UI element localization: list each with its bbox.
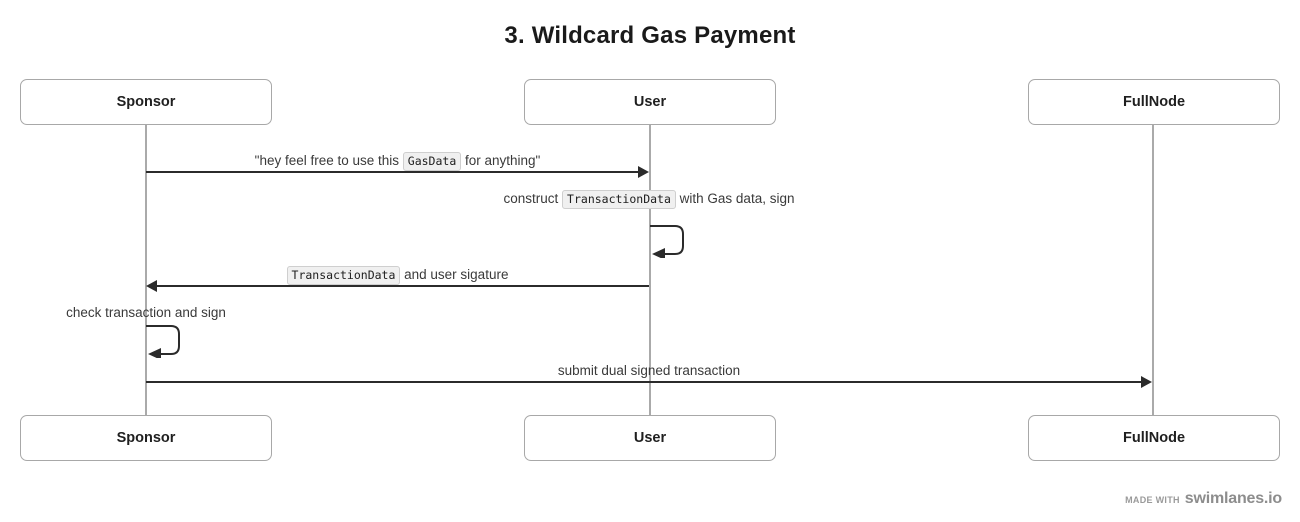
message-arrow-transactiondata-signature — [157, 285, 649, 287]
message-arrow-gasdata — [146, 171, 640, 173]
message-label-transactiondata-signature: TransactionData and user sigature — [146, 265, 649, 285]
code-badge-gasdata: GasData — [402, 152, 462, 171]
arrowhead-right-icon — [638, 166, 649, 178]
lifeline-sponsor — [145, 125, 147, 415]
code-badge-transactiondata-2: TransactionData — [286, 266, 401, 285]
message-text-before: construct — [503, 191, 563, 206]
participant-label: User — [633, 94, 667, 110]
message-text-after: and user sigature — [400, 267, 509, 282]
message-text-after: with Gas data, sign — [675, 191, 795, 206]
participant-label: Sponsor — [116, 430, 176, 446]
participant-label: User — [633, 430, 667, 446]
footer-watermark[interactable]: Made with swimlanes.io — [1125, 490, 1282, 508]
lifeline-fullnode — [1152, 125, 1154, 415]
footer-made-with-label: Made with — [1125, 495, 1180, 505]
participant-sponsor-bottom[interactable]: Sponsor — [20, 415, 272, 461]
code-badge-transactiondata: TransactionData — [562, 190, 676, 209]
message-arrow-submit-dual-signed — [146, 381, 1143, 383]
self-message-loop-user — [650, 225, 684, 258]
lifeline-user — [649, 125, 651, 415]
participant-fullnode-bottom[interactable]: FullNode — [1028, 415, 1280, 461]
message-text-after: for anything" — [461, 153, 541, 168]
participant-fullnode-top[interactable]: FullNode — [1028, 79, 1280, 125]
message-label-check-transaction: check transaction and sign — [0, 303, 292, 322]
participant-label: FullNode — [1122, 94, 1186, 110]
message-label-submit-dual-signed: submit dual signed transaction — [146, 361, 1152, 380]
participant-sponsor-top[interactable]: Sponsor — [20, 79, 272, 125]
participant-label: FullNode — [1122, 430, 1186, 446]
self-message-loop-sponsor — [146, 325, 180, 358]
arrowhead-left-icon — [146, 280, 157, 292]
participant-label: Sponsor — [116, 94, 176, 110]
message-text-before: submit dual signed transaction — [557, 363, 741, 378]
message-text-before: "hey feel free to use this — [254, 153, 403, 168]
arrowhead-right-icon — [1141, 376, 1152, 388]
message-label-gasdata: "hey feel free to use this GasData for a… — [146, 151, 649, 171]
message-label-construct-transactiondata: construct TransactionData with Gas data,… — [499, 189, 799, 209]
footer-brand-label: swimlanes.io — [1184, 490, 1282, 507]
message-text-before: check transaction and sign — [66, 305, 226, 320]
page-title: 3. Wildcard Gas Payment — [504, 22, 796, 49]
participant-user-bottom[interactable]: User — [524, 415, 776, 461]
participant-user-top[interactable]: User — [524, 79, 776, 125]
